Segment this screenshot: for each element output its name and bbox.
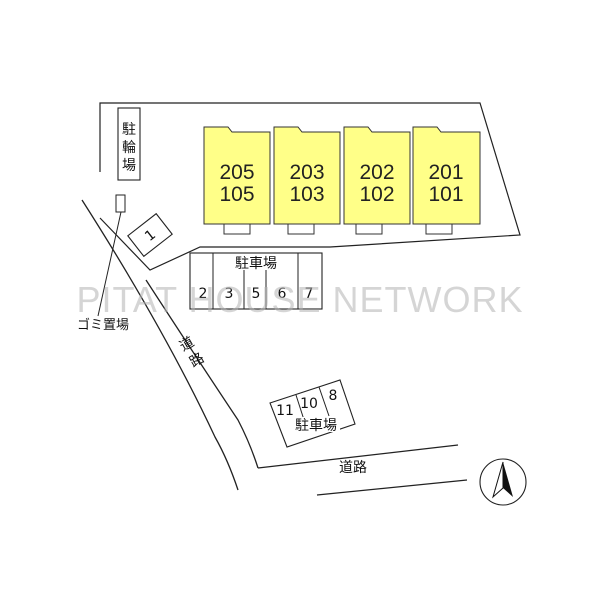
parking-lot-main-label: 駐車場 <box>235 255 277 272</box>
parking-space-number: 3 <box>225 286 234 302</box>
parking-space-number: 7 <box>305 286 314 302</box>
apartment-unit-4: 201 101 <box>412 126 481 235</box>
parking-space-number: 11 <box>276 403 294 419</box>
bicycle-parking-label-3: 場 <box>122 158 136 174</box>
apartment-unit-2: 203 103 <box>273 126 341 235</box>
road-left-outer-edge <box>81 199 239 491</box>
bicycle-parking-label-1: 駐 <box>122 122 136 138</box>
unit-lower-number: 103 <box>289 183 324 206</box>
road-bottom-upper-edge <box>257 444 459 469</box>
road-left-label-2: 路 <box>187 350 207 371</box>
bicycle-parking <box>117 107 141 181</box>
road-left-label-1: 道 <box>177 334 197 355</box>
road-bottom-lower-edge <box>316 479 468 496</box>
road-bottom-label: 道路 <box>339 460 367 476</box>
bicycle-parking-label-2: 輪 <box>122 139 136 156</box>
parking-space-number: 8 <box>329 388 338 404</box>
parking-lot-small-label: 駐車場 <box>295 417 337 434</box>
parking-space-1: 1 <box>127 212 173 258</box>
road-left-inner-edge <box>145 279 259 469</box>
garbage-leader-line <box>97 211 122 317</box>
apartment-unit-3: 202 102 <box>343 126 411 235</box>
parking-space-number: 10 <box>300 396 318 412</box>
parking-space-number: 2 <box>199 286 208 302</box>
parking-space-number: 5 <box>252 286 261 302</box>
unit-lower-number: 105 <box>219 183 254 206</box>
parking-lot-main: 駐車場 2 3 5 6 7 <box>189 252 323 310</box>
unit-upper-number: 201 <box>428 161 463 184</box>
unit-lower-number: 102 <box>359 183 394 206</box>
garbage-area <box>115 194 126 213</box>
apartment-unit-1: 205 105 <box>203 126 271 235</box>
garbage-area-label: ゴミ置場 <box>77 317 129 333</box>
unit-upper-number: 202 <box>359 161 394 184</box>
parking-lot-small: 11 10 8 駐車場 <box>269 379 356 448</box>
unit-lower-number: 101 <box>428 183 463 206</box>
watermark: PITAT HOUSE NETWORK <box>76 279 523 320</box>
north-arrow-icon <box>479 458 527 506</box>
property-boundary <box>99 102 521 271</box>
unit-upper-number: 205 <box>219 161 254 184</box>
parking-space-number: 6 <box>278 286 287 302</box>
unit-upper-number: 203 <box>289 161 324 184</box>
